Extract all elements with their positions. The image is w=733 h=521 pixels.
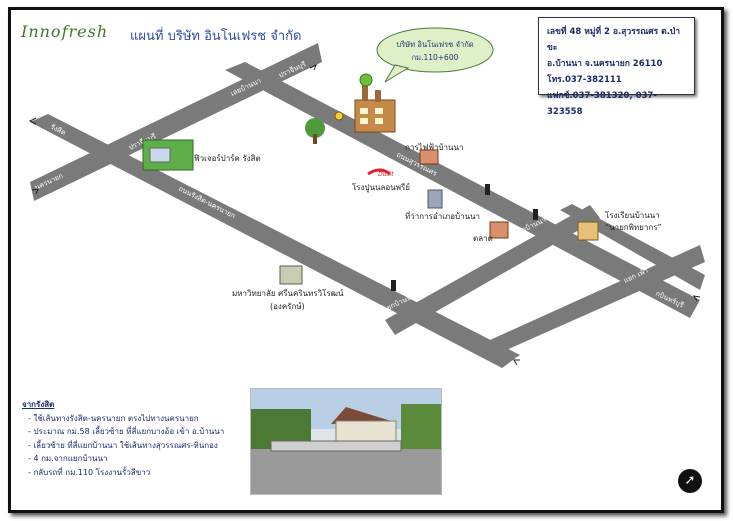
direction-arrows xyxy=(28,63,701,366)
traffic-lights xyxy=(391,184,538,291)
market-icon xyxy=(489,221,509,239)
innofresh-logo: Innofresh xyxy=(21,22,109,41)
electricity-office-icon xyxy=(419,149,439,165)
directions-list: ใช้เส้นทางรังสิต-นครนายก ตรงไปทางนครนายก… xyxy=(22,412,262,480)
traffic-light-icon xyxy=(391,280,396,291)
future-park-icon xyxy=(142,139,194,171)
page-title: แผนที่ บริษัท อินโนเฟรช จำกัด xyxy=(130,29,302,44)
direction-step: กลับรถที่ กม.110 โรงงานรั้วสีขาว xyxy=(28,466,262,480)
bubble-tail xyxy=(384,64,410,83)
arrow-top-icon xyxy=(309,63,317,71)
road-prachinburi-diagonal xyxy=(30,43,322,201)
cement-logo-icon: Dusit xyxy=(367,168,394,178)
road-rangsit-nakhonnayok xyxy=(30,114,520,368)
cement-logo-text: Dusit xyxy=(378,171,394,178)
company-name: บริษัท อินโนเฟรช จำกัด xyxy=(396,40,474,49)
company-bubble-text: บริษัท อินโนเฟรช จำกัด กม.110+600 xyxy=(380,38,490,64)
road-suwannasorn xyxy=(225,62,700,318)
fax-line: แฟกซ์.037-381320, 037-323558 xyxy=(547,91,657,117)
tree-icon xyxy=(305,118,325,144)
electricity-office-label: การไฟฟ้าบ้านนา xyxy=(405,143,463,152)
arrow-right-icon xyxy=(693,295,701,302)
road-hin-kong xyxy=(490,245,705,355)
university-label-line2: (องครักษ์) xyxy=(270,301,305,311)
district-office-label: ที่ว่าการอำเภอบ้านนา xyxy=(405,210,480,221)
traffic-light-icon xyxy=(485,184,490,195)
address-line-1: เลขที่ 48 หมู่ที่ 2 อ.สุวรรณศร ต.ป่าขะ xyxy=(547,27,681,53)
traffic-light-icon xyxy=(533,209,538,220)
cement-label: โรงปูนนลอนพรีย์ xyxy=(352,182,410,193)
company-km: กม.110+600 xyxy=(411,53,459,62)
district-office-icon xyxy=(427,189,443,209)
address-box: เลขที่ 48 หมู่ที่ 2 อ.สุวรรณศร ต.ป่าขะ อ… xyxy=(538,17,695,117)
directions-panel: จากรังสิต ใช้เส้นทางรังสิต-นครนายก ตรงไป… xyxy=(22,398,262,479)
future-park-label: ฟิวเจอร์ปาร์ค รังสิต xyxy=(194,153,261,163)
company-factory-icon xyxy=(354,73,396,133)
school-label-line1: โรงเรียนบ้านนา xyxy=(605,210,660,220)
market-label: ตลาด xyxy=(473,234,493,243)
yellow-sign-icon xyxy=(334,111,344,121)
north-compass-icon: ➚ xyxy=(678,469,702,493)
company-bubble xyxy=(376,27,494,73)
factory-gate-photo xyxy=(250,388,442,495)
road-banna-connector xyxy=(385,205,600,335)
roads xyxy=(30,43,705,368)
address-line-2: อ.บ้านนา จ.นครนายก 26110 xyxy=(547,59,663,69)
phone-line: โทร.037-382111 xyxy=(547,75,622,85)
university-icon xyxy=(279,265,303,285)
road-label-nakhonnayok-mid: นครนายก xyxy=(517,174,548,194)
arrow-bottom-icon xyxy=(513,359,520,366)
direction-step: ใช้เส้นทางรังสิต-นครนายก ตรงไปทางนครนายก xyxy=(28,412,262,426)
direction-step: ประมาณ กม.58 เลี้ยวซ้าย ที่สี่แยกบางอ้อ … xyxy=(28,425,262,439)
direction-step: เลี้ยวซ้าย ที่สี่แยกบ้านนา ใช้เส้นทางสุว… xyxy=(28,439,262,453)
arrow-left-top-icon xyxy=(28,117,37,125)
school-icon xyxy=(577,221,599,241)
arrow-left-bottom-icon xyxy=(31,188,39,195)
direction-step: 4 กม.จากแยกบ้านนา xyxy=(28,452,262,466)
university-label-line1: มหาวิทยาลัย ศรีนครินทรวิโรฒน์ xyxy=(232,288,344,298)
school-label-line2: “นายกพิทยากร” xyxy=(605,223,662,232)
directions-heading: จากรังสิต xyxy=(22,400,55,409)
